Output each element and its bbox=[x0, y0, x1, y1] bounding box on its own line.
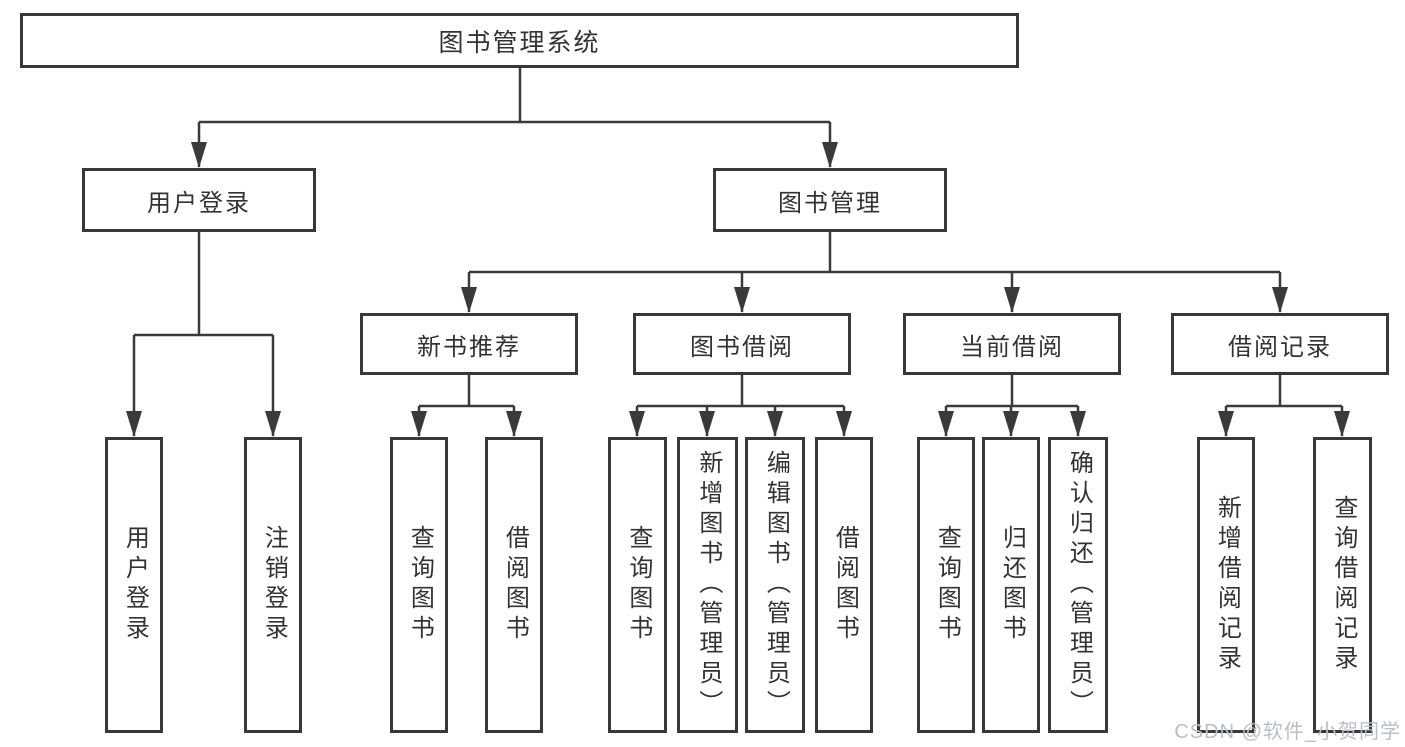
csdn-watermark: CSDN @软件_小贺同学 bbox=[1174, 721, 1401, 743]
node-add-borrow-record: 新增借阅记录 bbox=[1197, 437, 1255, 733]
connector-book-management-children bbox=[461, 232, 1288, 313]
node-book-management: 图书管理 bbox=[713, 168, 947, 232]
node-new-book-recommend-label: 新书推荐 bbox=[417, 333, 521, 361]
node-add-book-admin-label: 新增图书（管理员） bbox=[694, 450, 722, 720]
node-book-borrow: 图书借阅 bbox=[633, 313, 851, 375]
node-user-login-label: 用户登录 bbox=[147, 189, 251, 217]
node-user-login-leaf-label: 用户登录 bbox=[121, 525, 149, 645]
node-add-borrow-record-label: 新增借阅记录 bbox=[1213, 495, 1241, 675]
node-query-borrow-record-label: 查询借阅记录 bbox=[1329, 495, 1357, 675]
node-query-books-current: 查询图书 bbox=[917, 437, 975, 733]
node-user-login-leaf: 用户登录 bbox=[105, 437, 163, 733]
node-borrow-books-recommend-label: 借阅图书 bbox=[501, 525, 529, 645]
node-query-books-recommend-label: 查询图书 bbox=[406, 525, 434, 645]
node-logout: 注销登录 bbox=[244, 437, 302, 733]
node-query-books-current-label: 查询图书 bbox=[933, 525, 961, 645]
node-user-login: 用户登录 bbox=[82, 168, 316, 232]
connector-user-login-children bbox=[126, 232, 281, 437]
connector-current-borrow-children bbox=[938, 375, 1086, 437]
node-book-management-label: 图书管理 bbox=[778, 189, 882, 217]
node-add-book-admin: 新增图书（管理员） bbox=[677, 437, 738, 733]
node-query-books-recommend: 查询图书 bbox=[390, 437, 448, 733]
node-borrow-records: 借阅记录 bbox=[1171, 313, 1389, 375]
node-borrow-books-recommend: 借阅图书 bbox=[485, 437, 543, 733]
node-return-books-label: 归还图书 bbox=[998, 525, 1026, 645]
node-query-books-borrow: 查询图书 bbox=[608, 437, 667, 733]
node-confirm-return-admin-label: 确认归还（管理员） bbox=[1065, 450, 1093, 720]
node-query-borrow-record: 查询借阅记录 bbox=[1313, 437, 1372, 733]
connector-book-borrow-children bbox=[629, 375, 852, 437]
node-query-books-borrow-label: 查询图书 bbox=[624, 525, 652, 645]
connector-root-to-level2 bbox=[191, 68, 838, 168]
node-confirm-return-admin: 确认归还（管理员） bbox=[1048, 437, 1108, 733]
node-logout-label: 注销登录 bbox=[260, 525, 288, 645]
node-root-label: 图书管理系统 bbox=[438, 28, 601, 57]
node-edit-book-admin: 编辑图书（管理员） bbox=[745, 437, 805, 733]
node-new-book-recommend: 新书推荐 bbox=[360, 313, 578, 375]
node-current-borrow-label: 当前借阅 bbox=[960, 333, 1064, 361]
node-borrow-books-borrow: 借阅图书 bbox=[815, 437, 873, 733]
node-edit-book-admin-label: 编辑图书（管理员） bbox=[762, 450, 790, 720]
node-current-borrow: 当前借阅 bbox=[903, 313, 1121, 375]
node-borrow-books-borrow-label: 借阅图书 bbox=[831, 525, 859, 645]
connector-borrow-records-children bbox=[1218, 375, 1350, 437]
connector-new-book-recommend-children bbox=[411, 375, 522, 437]
node-borrow-records-label: 借阅记录 bbox=[1228, 333, 1332, 361]
node-root: 图书管理系统 bbox=[20, 13, 1019, 68]
node-book-borrow-label: 图书借阅 bbox=[690, 333, 794, 361]
node-return-books: 归还图书 bbox=[982, 437, 1040, 733]
